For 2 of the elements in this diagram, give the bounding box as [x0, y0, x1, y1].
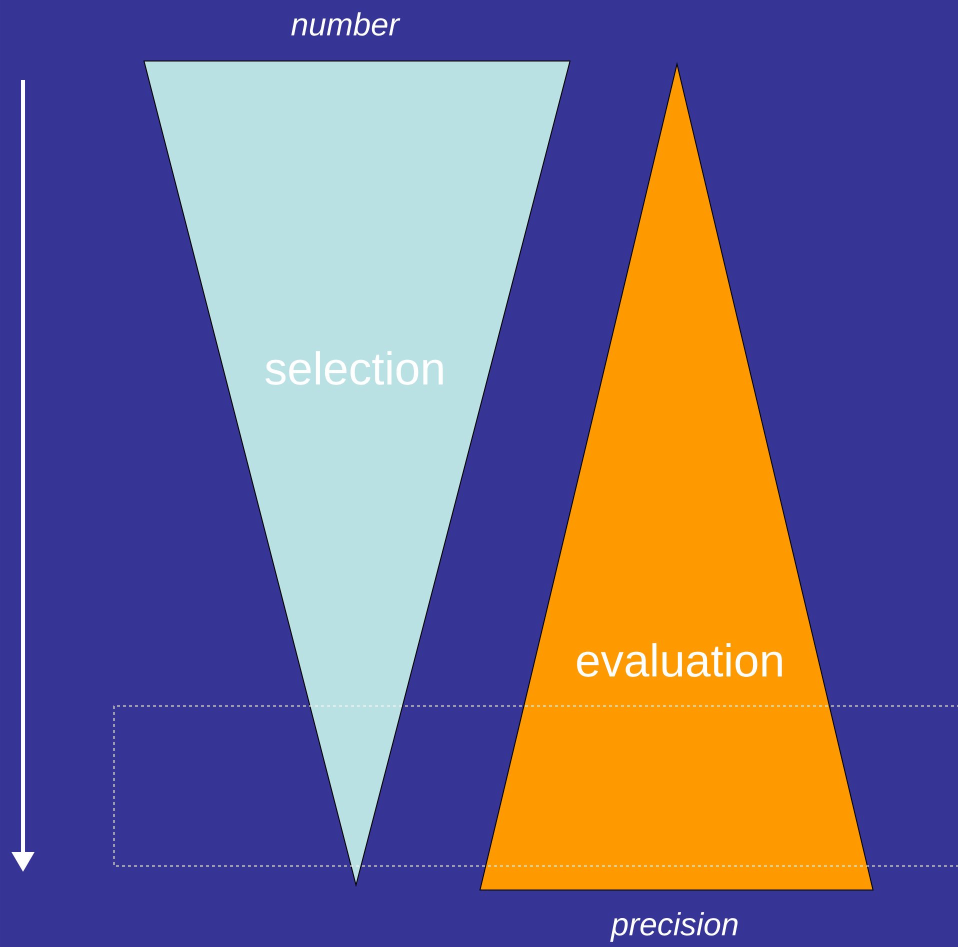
axis-label: precision — [610, 912, 738, 942]
axis-label: number — [291, 12, 400, 36]
